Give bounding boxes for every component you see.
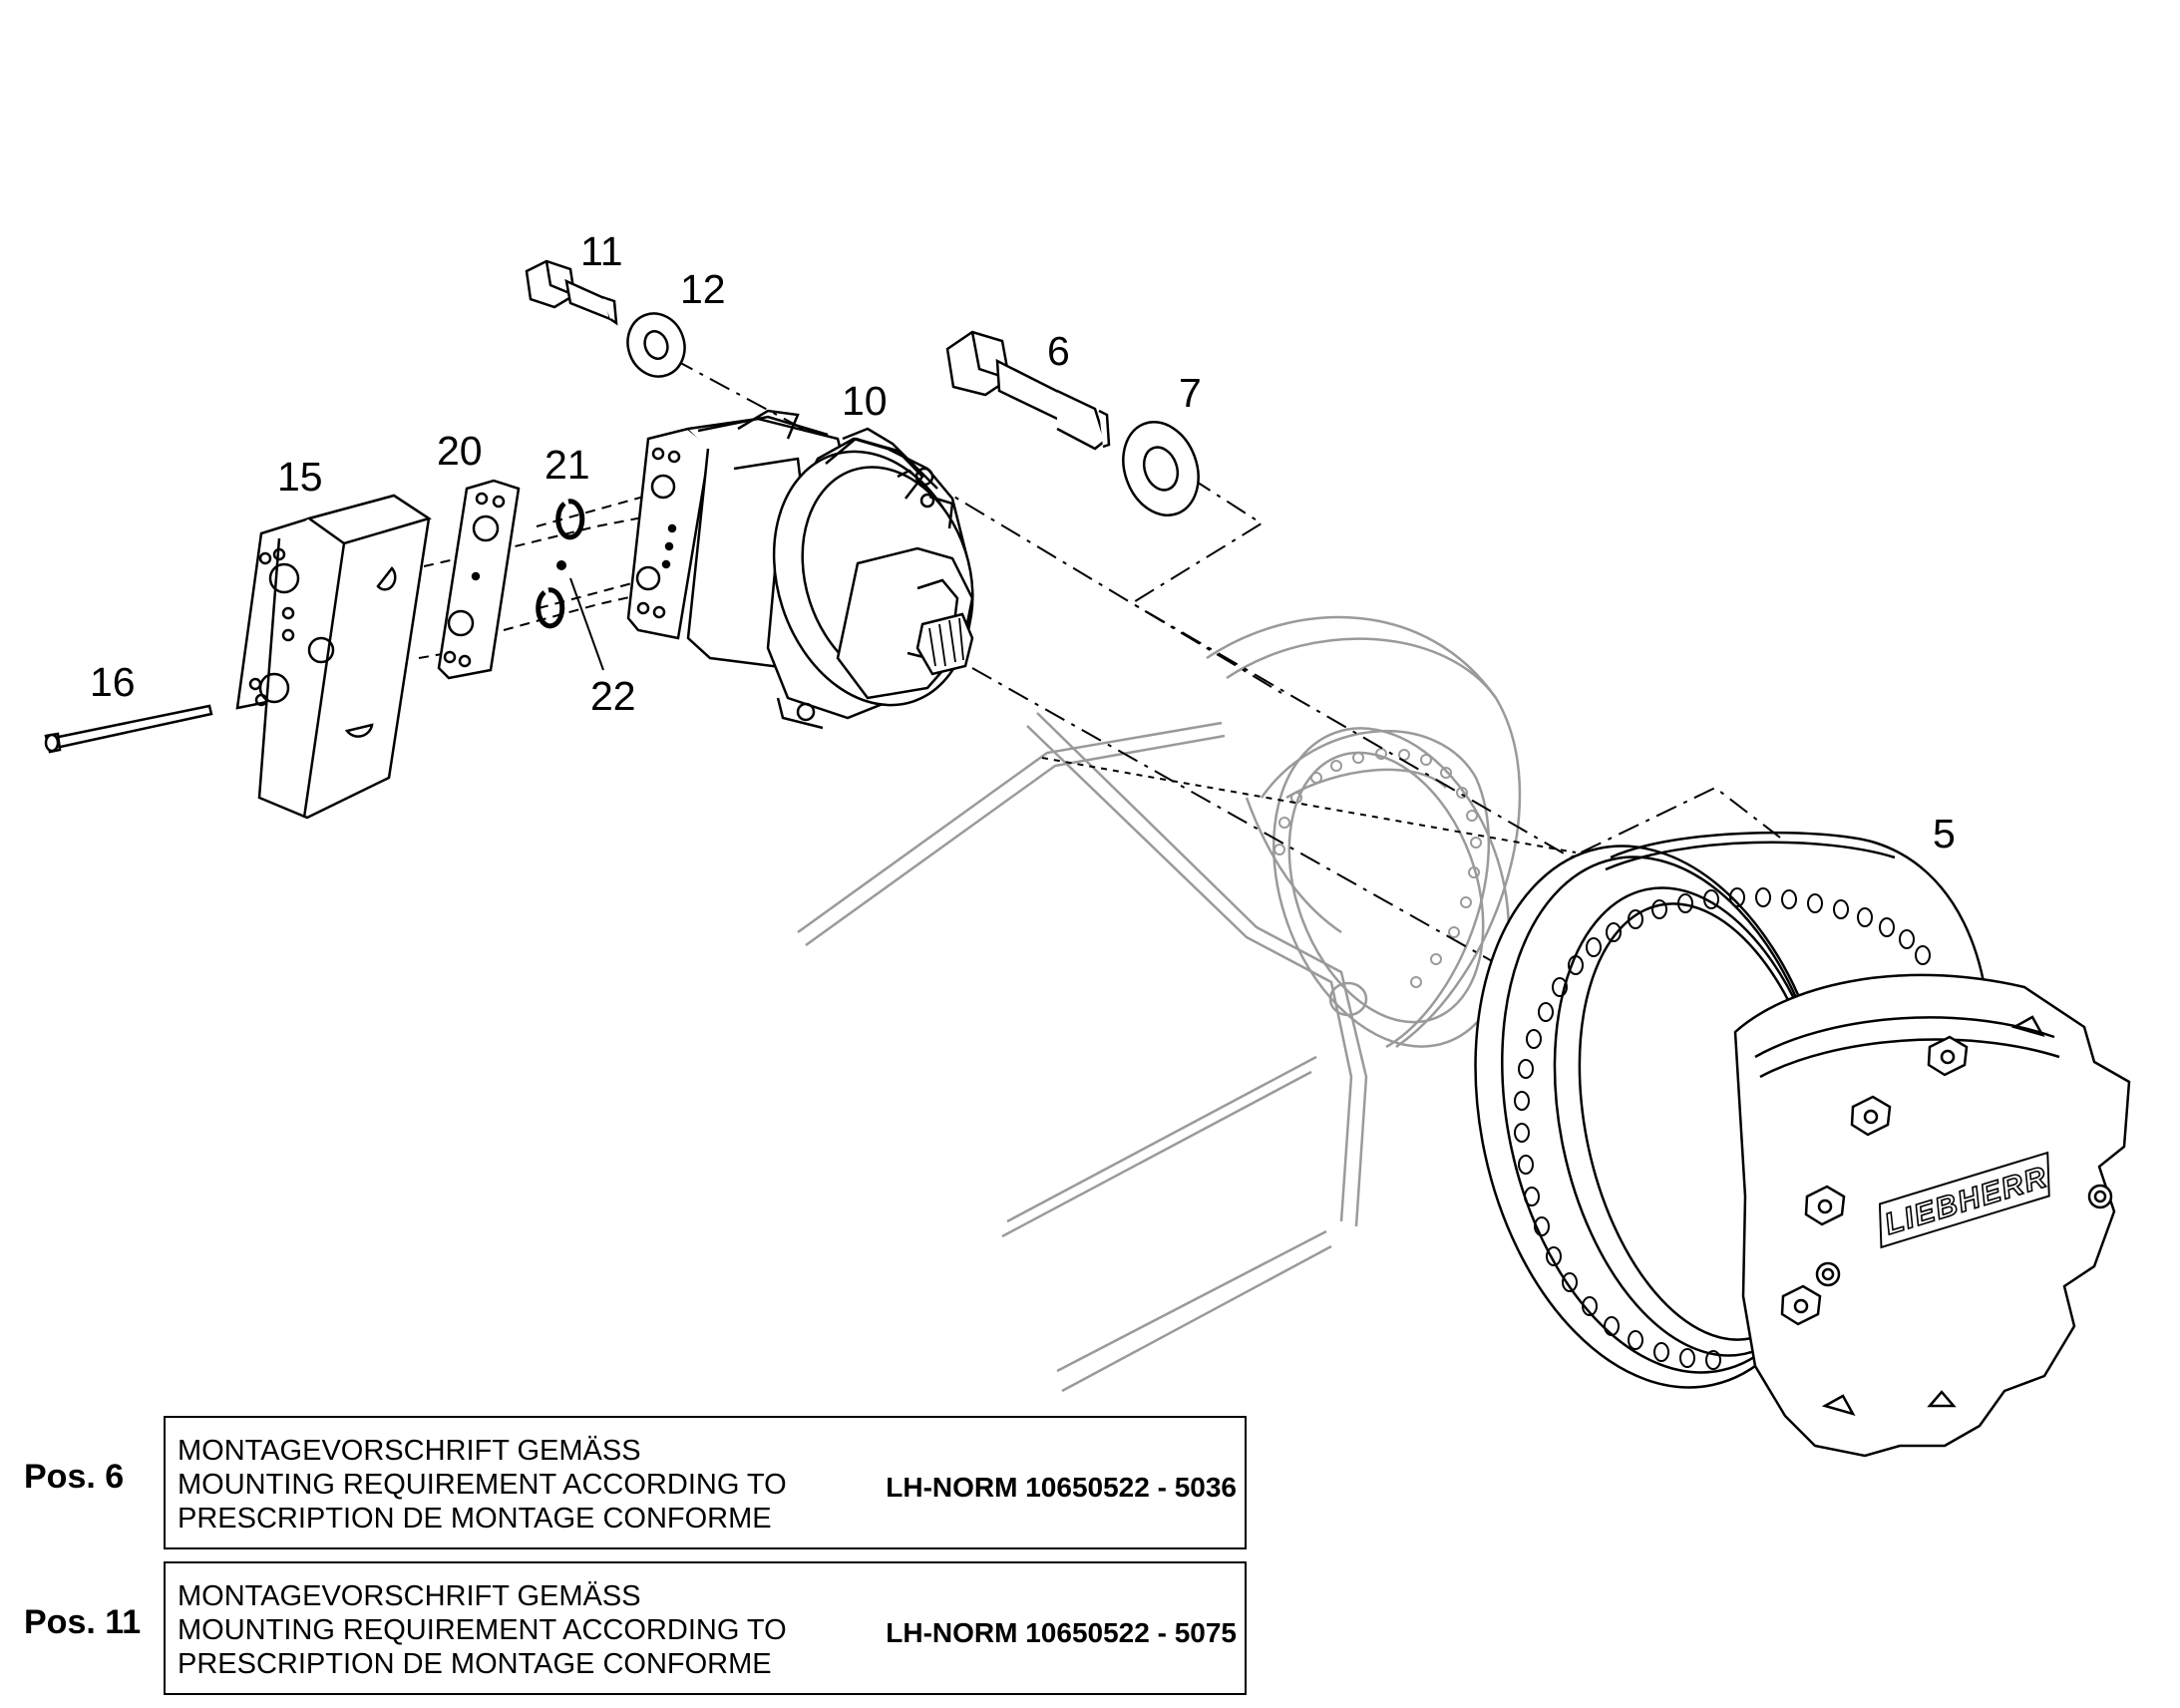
note-line-de: MONTAGEVORSCHRIFT GEMÄSS	[178, 1580, 641, 1612]
callout-11: 11	[580, 228, 623, 274]
note-position-label: Pos. 11	[24, 1603, 142, 1641]
part-5-final-drive	[1474, 831, 2131, 1458]
note-norm-reference: LH-NORM 10650522 - 5075	[886, 1617, 1237, 1648]
note-line-fr: PRESCRIPTION DE MONTAGE CONFORME	[178, 1503, 772, 1535]
callout-5: 5	[1933, 811, 1956, 856]
callout-6: 6	[1047, 328, 1070, 374]
note-text: MONTAGEVORSCHRIFT GEMÄSS MOUNTING REQUIR…	[178, 1434, 787, 1536]
note-text: MONTAGEVORSCHRIFT GEMÄSS MOUNTING REQUIR…	[178, 1579, 787, 1681]
part-12-washer	[626, 312, 686, 378]
note-box: MONTAGEVORSCHRIFT GEMÄSS MOUNTING REQUIR…	[164, 1416, 1247, 1549]
callout-22: 22	[590, 673, 636, 719]
part-22-seal	[556, 560, 566, 570]
note-position-label: Pos. 6	[24, 1458, 125, 1496]
part-20-plate	[437, 479, 521, 680]
part-16-screw	[44, 704, 213, 754]
phantom-frame-outline	[797, 615, 1522, 1393]
part-7-washer	[1122, 420, 1200, 517]
callout-12: 12	[680, 266, 726, 312]
part-5-bolt-circle	[1514, 887, 1931, 1370]
callout-labels: 11 12 6 7 10 20 21 15 16 22 5	[90, 228, 1956, 856]
part-5-cover-bolts	[1780, 1015, 2113, 1417]
callout-10: 10	[842, 378, 888, 424]
callout-7: 7	[1179, 370, 1202, 416]
callout-16: 16	[90, 659, 136, 705]
note-line-fr: PRESCRIPTION DE MONTAGE CONFORME	[178, 1648, 772, 1680]
note-line-en: MOUNTING REQUIREMENT ACCORDING TO	[178, 1469, 787, 1501]
part-6-bolt	[945, 330, 1111, 451]
part-15-valve-block	[235, 494, 432, 820]
note-line-de: MONTAGEVORSCHRIFT GEMÄSS	[178, 1435, 641, 1467]
callout-21: 21	[545, 442, 590, 488]
part-11-bolt	[525, 259, 618, 326]
leader-lines	[569, 577, 604, 671]
note-line-en: MOUNTING REQUIREMENT ACCORDING TO	[178, 1614, 787, 1646]
callout-15: 15	[277, 454, 323, 500]
callout-20: 20	[437, 428, 483, 474]
note-norm-reference: LH-NORM 10650522 - 5036	[886, 1472, 1237, 1503]
part-21-o-rings	[536, 499, 585, 629]
part-10-hydraulic-motor	[626, 409, 974, 730]
note-box: MONTAGEVORSCHRIFT GEMÄSS MOUNTING REQUIR…	[164, 1561, 1247, 1695]
